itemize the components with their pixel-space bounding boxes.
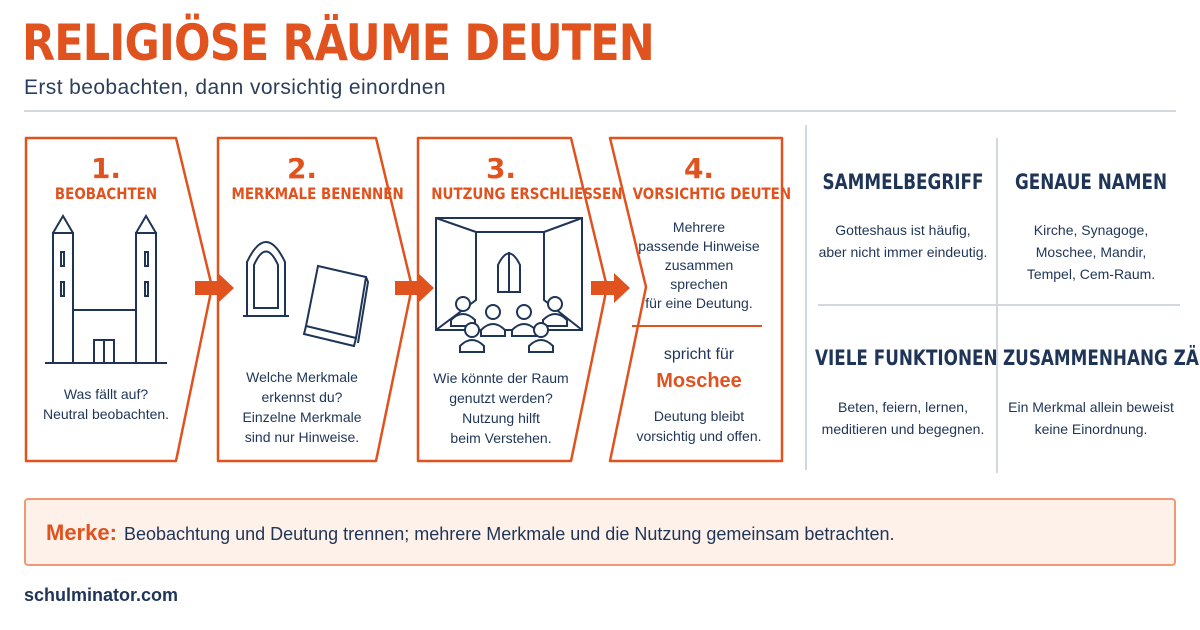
step-card-4: 4. VORSICHTIG DEUTEN Mehrere passende Hi…: [620, 138, 792, 461]
result-prefix: spricht für: [663, 346, 735, 363]
info-cell-text: Gotteshaus ist häufig, aber nicht immer …: [818, 222, 988, 260]
info-cell-text: Ein Merkmal allein beweist keine Einordn…: [1008, 399, 1174, 437]
page-title: RELIGIÖSE RÄUME DEUTEN: [22, 14, 655, 72]
section-divider: [805, 125, 807, 470]
arrow-icon: [591, 273, 630, 303]
merke-text: Beobachtung und Deutung trennen; mehrere…: [124, 524, 895, 544]
arrow-icon: [395, 273, 434, 303]
gathering-room-icon: [435, 217, 583, 353]
church-icon: [45, 214, 167, 364]
grid-divider-vertical: [996, 138, 998, 473]
step-description: Was fällt auf? Neutral beobachten.: [42, 386, 170, 422]
result-note: Deutung bleibt vorsichtig und offen.: [636, 408, 762, 444]
info-cell-title: ZUSAMMENHANG ZÄHLT: [1003, 346, 1200, 370]
arch-window-icon: [243, 241, 289, 317]
step-title: MERKMALE BENENNEN: [231, 184, 404, 203]
step-title: NUTZUNG ERSCHLIESSEN: [431, 184, 623, 203]
step-divider: [632, 325, 762, 327]
step-number: 1.: [90, 152, 122, 185]
step-title: BEOBACHTEN: [54, 184, 158, 203]
step-description: Welche Merkmale erkennst du? Einzelne Me…: [242, 369, 362, 445]
step-number: 2.: [286, 152, 318, 185]
title-divider: [24, 110, 1176, 112]
step-frame-3: [416, 136, 609, 463]
book-icon: [302, 264, 370, 348]
info-cell-title: VIELE FUNKTIONEN: [815, 346, 998, 370]
step-number: 3.: [485, 152, 517, 185]
arrow-icon: [195, 273, 234, 303]
info-cell-text: Beten, feiern, lernen, meditieren und be…: [821, 399, 985, 437]
step-title: VORSICHTIG DEUTEN: [632, 184, 792, 203]
step-description: Mehrere passende Hinweise zusammen sprec…: [638, 219, 760, 311]
step-card-3: 3. NUTZUNG ERSCHLIESSEN Wie könnte der R…: [418, 138, 623, 461]
step-frame-2: [216, 136, 414, 463]
info-cell-title: GENAUE NAMEN: [1014, 170, 1168, 194]
step-card-2: 2. MERKMALE BENENNEN Welche Merkmale erk…: [218, 138, 404, 461]
step-description: Wie könnte der Raum genutzt werden? Nutz…: [433, 370, 569, 446]
footer-source: schulminator.com: [24, 585, 179, 605]
merke-label: Merke:: [46, 520, 117, 545]
merke-note-box: Merke: Beobachtung und Deutung trennen; …: [24, 498, 1176, 566]
step-frame-4: [608, 136, 784, 463]
step-frame-1: [24, 136, 214, 463]
step-number: 4.: [683, 152, 715, 185]
grid-divider-horizontal: [818, 304, 1180, 306]
info-cell-text: Kirche, Synagoge, Moschee, Mandir, Tempe…: [1026, 222, 1156, 282]
result-value: Moschee: [656, 370, 742, 392]
info-cell-title: SAMMELBEGRIFF: [822, 170, 984, 194]
step-card-1: 1. BEOBACHTEN Was fällt auf? Neutral beo…: [26, 138, 186, 461]
page-subtitle: Erst beobachten, dann vorsichtig einordn…: [24, 76, 446, 99]
process-steps-graphic: [24, 136, 784, 463]
